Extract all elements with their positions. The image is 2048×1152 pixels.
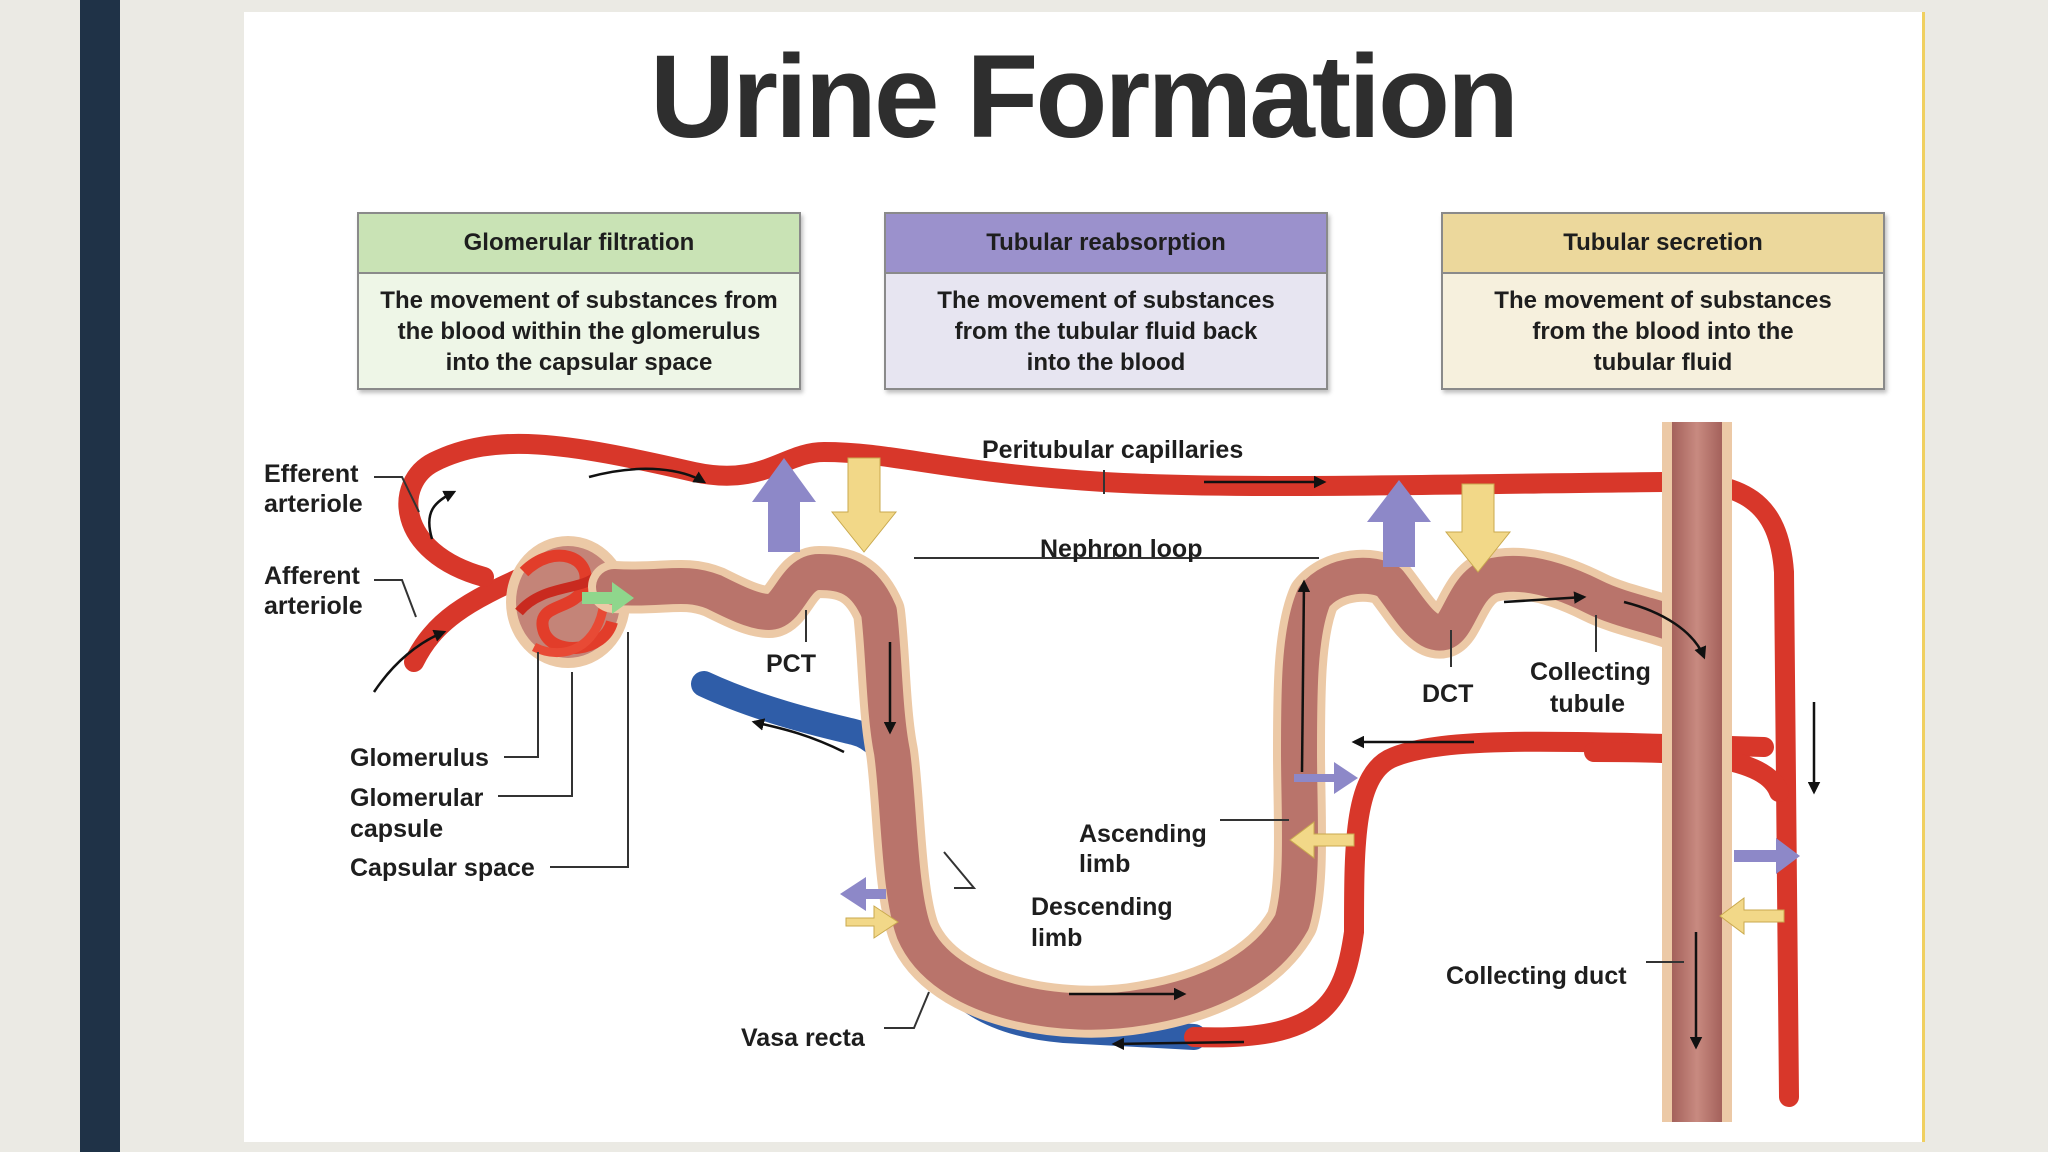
label-descending-limb-1: Descending — [1031, 893, 1173, 921]
flow-arrows — [372, 467, 1821, 1051]
label-afferent-arteriole-1: Afferent — [264, 562, 361, 590]
glomerular-filtration-box: Glomerular filtration The movement of su… — [357, 212, 801, 390]
collecting-duct — [1662, 422, 1732, 1122]
label-glomerular-capsule-2: capsule — [350, 815, 443, 843]
label-glomerulus: Glomerulus — [350, 744, 489, 772]
label-vasa-recta: Vasa recta — [741, 1024, 866, 1052]
tubular-reabsorption-heading: Tubular reabsorption — [886, 214, 1326, 274]
label-peritubular-capillaries: Peritubular capillaries — [982, 436, 1243, 464]
label-leaders — [374, 470, 1684, 1029]
label-capsular-space: Capsular space — [350, 854, 535, 882]
label-collecting-duct: Collecting duct — [1446, 962, 1627, 990]
tubular-secretion-description: The movement of substances from the bloo… — [1443, 274, 1883, 388]
slide-content: Urine Formation Glomerular filtration Th… — [244, 12, 1925, 1142]
glomerular-filtration-heading: Glomerular filtration — [359, 214, 799, 274]
reabsorption-arrows — [752, 458, 1800, 911]
label-ascending-limb-1: Ascending — [1079, 820, 1207, 848]
label-collecting-tubule-2: tubule — [1550, 690, 1625, 718]
label-ascending-limb-2: limb — [1079, 850, 1130, 878]
label-descending-limb-2: limb — [1031, 924, 1082, 952]
tubular-secretion-box: Tubular secretion The movement of substa… — [1441, 212, 1885, 390]
label-nephron-loop: Nephron loop — [1040, 535, 1202, 563]
label-afferent-arteriole-2: arteriole — [264, 592, 363, 620]
slide-title: Urine Formation — [649, 31, 1519, 163]
label-pct: PCT — [766, 650, 816, 678]
label-efferent-arteriole-1: Efferent — [264, 460, 359, 488]
label-efferent-arteriole-2: arteriole — [264, 490, 363, 518]
label-dct: DCT — [1422, 680, 1473, 708]
glomerular-filtration-description: The movement of substances from the bloo… — [359, 274, 799, 388]
slide-accent-bar — [80, 0, 120, 1152]
label-collecting-tubule-1: Collecting — [1530, 658, 1651, 686]
label-glomerular-capsule-1: Glomerular — [350, 784, 484, 812]
secretion-arrows — [830, 457, 1785, 939]
tubular-secretion-heading: Tubular secretion — [1443, 214, 1883, 274]
tubular-reabsorption-description: The movement of substances from the tubu… — [886, 274, 1326, 388]
nephron-diagram: Efferent arteriole Afferent arteriole Gl… — [264, 422, 1821, 1122]
tubular-reabsorption-box: Tubular reabsorption The movement of sub… — [884, 212, 1328, 390]
filtration-arrow — [582, 582, 634, 614]
nephron-tubule — [588, 546, 1720, 1038]
